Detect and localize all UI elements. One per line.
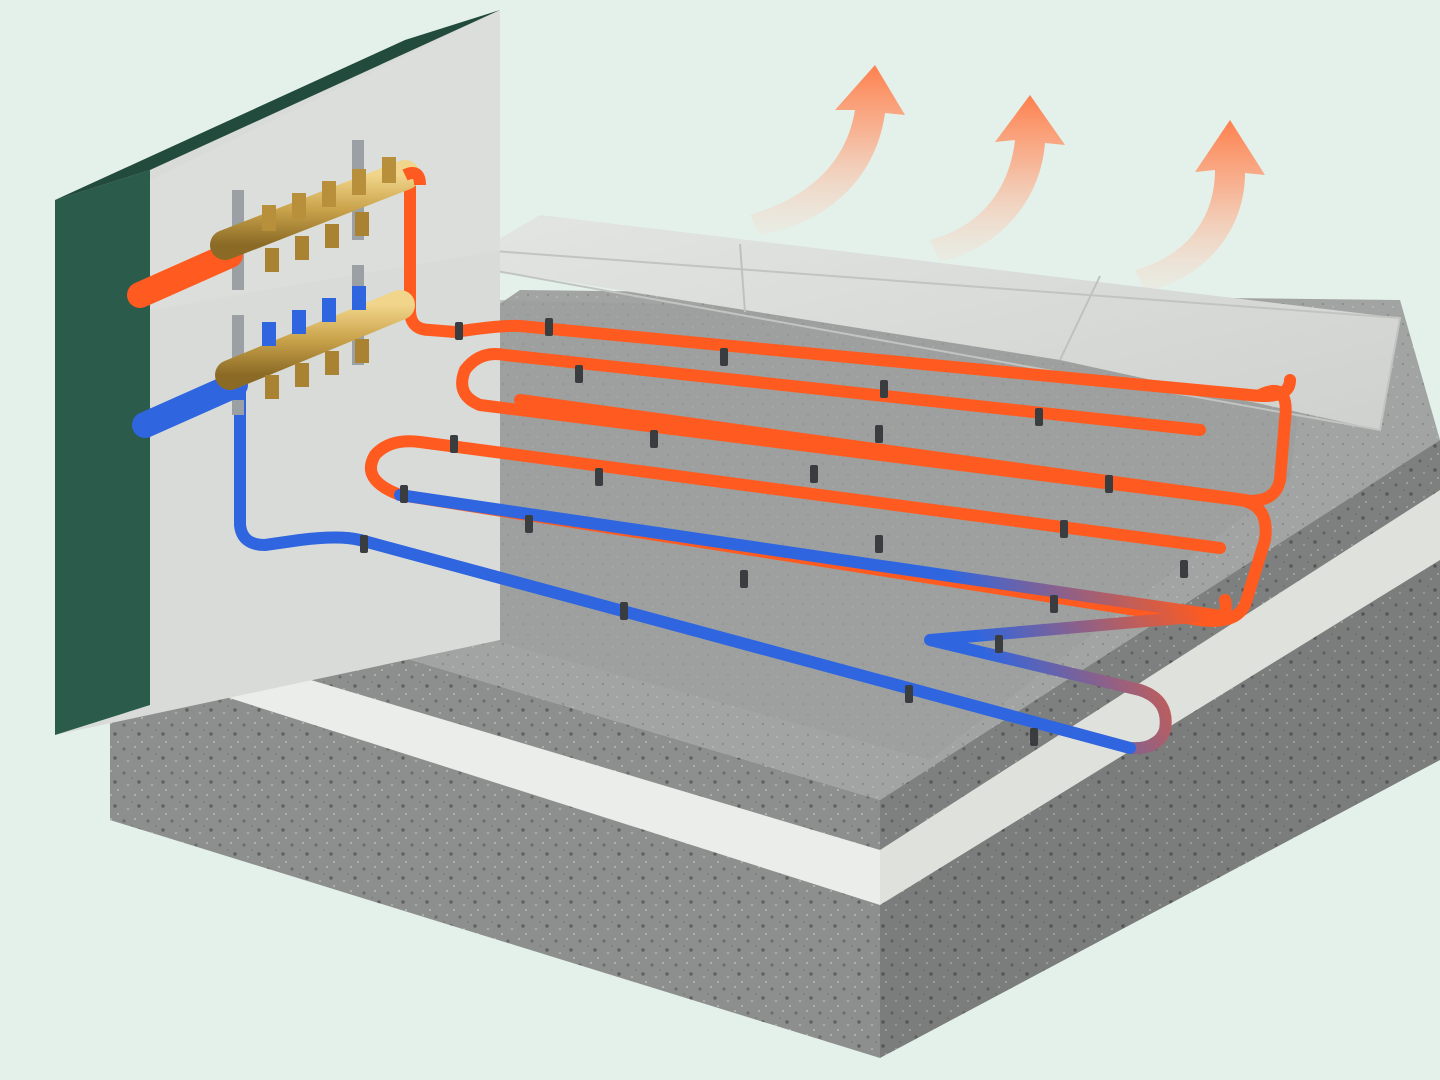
valve-icon xyxy=(352,286,366,310)
heating-loop xyxy=(234,174,1296,755)
pipe-clip xyxy=(620,602,628,620)
pipe-clip xyxy=(545,318,553,336)
manifold xyxy=(127,140,426,438)
heat-arrow-icon xyxy=(930,95,1065,262)
supply-manifold xyxy=(127,157,426,308)
pipe-clip xyxy=(1035,408,1043,426)
valve-icon xyxy=(292,193,306,219)
pipe-clip xyxy=(1030,728,1038,746)
pipe-clip xyxy=(720,348,728,366)
heating-loop-lower xyxy=(354,489,1232,755)
pipe-clip xyxy=(1180,560,1188,578)
valve-icon xyxy=(262,205,276,231)
pipe-clip xyxy=(905,685,913,703)
valve-icon xyxy=(382,157,396,183)
valve-icon xyxy=(322,181,336,207)
pipe-clip xyxy=(360,535,368,553)
pipe-clip xyxy=(1050,595,1058,613)
return-manifold xyxy=(132,286,415,438)
valve-icon xyxy=(262,322,276,346)
pipe-clip xyxy=(1060,520,1068,538)
valve-icon xyxy=(292,310,306,334)
pipe-clip xyxy=(650,430,658,448)
pipe-clip xyxy=(1105,475,1113,493)
pipe-clip xyxy=(740,570,748,588)
pipe-clip xyxy=(400,485,408,503)
pipe-clip xyxy=(810,465,818,483)
heat-arrow-icon xyxy=(750,65,905,235)
pipe-clip xyxy=(880,380,888,398)
pipe-clip xyxy=(575,365,583,383)
pipe-clips xyxy=(360,318,1188,746)
pipe-clip xyxy=(595,468,603,486)
pipe-clip xyxy=(455,322,463,340)
pipe-clip xyxy=(995,635,1003,653)
valve-icon xyxy=(322,298,336,322)
pipe-clip xyxy=(875,425,883,443)
valve-icon xyxy=(352,169,366,195)
pipe-clip xyxy=(525,515,533,533)
pipe-clip xyxy=(450,435,458,453)
heat-arrows xyxy=(750,65,1265,292)
heat-arrow-icon xyxy=(1135,120,1265,292)
return-pipe xyxy=(234,389,1136,754)
pipe-clip xyxy=(875,535,883,553)
